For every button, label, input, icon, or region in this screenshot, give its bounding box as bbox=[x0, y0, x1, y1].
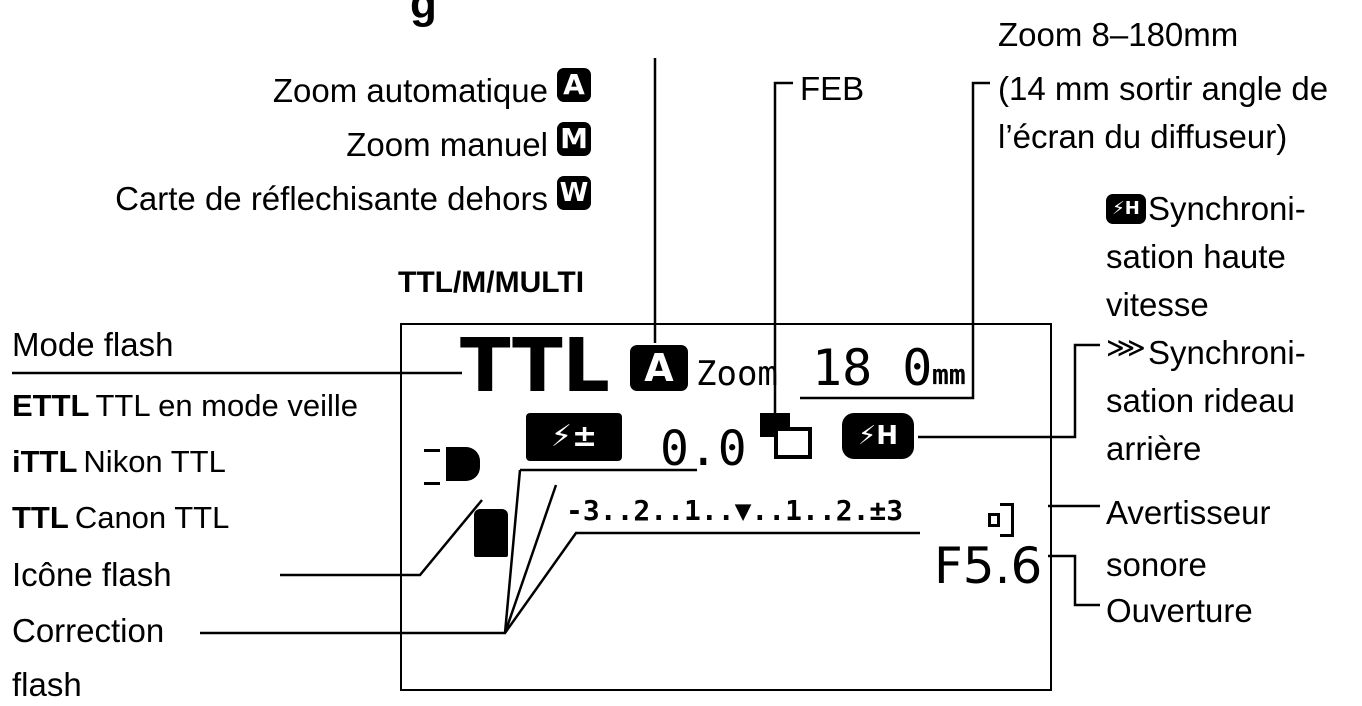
manual-zoom-icon: M bbox=[557, 122, 591, 156]
lcd-aperture: F5.6 bbox=[934, 537, 1043, 595]
label-aperture: Ouverture bbox=[1106, 592, 1253, 629]
flash-rays bbox=[424, 449, 440, 485]
label-ttl-m-multi: TTL/M/MULTI bbox=[398, 266, 585, 299]
mode-desc: TTL en mode veille bbox=[95, 388, 358, 423]
buzzer-horn bbox=[1000, 503, 1014, 537]
flash-head-icon bbox=[424, 443, 484, 487]
lcd-zoom-value: 18 0 bbox=[812, 339, 933, 397]
label-flash-icon: Icône flash bbox=[12, 556, 172, 593]
lcd-zoom-unit: mm bbox=[932, 358, 966, 391]
label-hss-2: sation haute bbox=[1106, 238, 1286, 275]
lcd-zoom-auto-icon: A bbox=[630, 345, 688, 391]
mode-desc: Nikon TTL bbox=[83, 444, 226, 479]
label-hss-1: Synchroni- bbox=[1148, 190, 1306, 227]
flash-comp-icon: ⚡± bbox=[526, 413, 622, 461]
label-mode-flash: Mode flash bbox=[12, 326, 174, 363]
mode-code: TTL bbox=[12, 500, 69, 535]
mode-code: ETTL bbox=[12, 388, 90, 423]
lcd-comp-value: 0.0 bbox=[660, 421, 747, 477]
label-feb: FEB bbox=[800, 70, 865, 107]
label-zoom-range-1: Zoom 8–180mm bbox=[998, 16, 1239, 53]
flash-body bbox=[446, 447, 480, 481]
label-buzzer-1: Avertisseur bbox=[1106, 494, 1271, 531]
buzzer-body bbox=[988, 513, 1000, 527]
lcd-comp-scale: -3..2..1..▼..1..2.±3 bbox=[566, 494, 904, 527]
label-correction-2: flash bbox=[12, 666, 82, 703]
hss-icon: ⚡H bbox=[1106, 194, 1146, 224]
label-zoom-range-3: l’écran du diffuseur) bbox=[998, 118, 1288, 155]
label-rear-3: arrière bbox=[1106, 430, 1202, 467]
mode-desc: Canon TTL bbox=[74, 500, 230, 535]
feb-box-front bbox=[774, 427, 812, 459]
label-zoom-manual: Zoom manuel bbox=[346, 126, 548, 163]
label-buzzer-2: sonore bbox=[1106, 546, 1207, 583]
lcd-zoom-word: Zoom bbox=[696, 354, 778, 394]
auto-zoom-icon: A bbox=[557, 68, 591, 102]
label-hss-3: vitesse bbox=[1106, 286, 1209, 323]
label-zoom-auto: Zoom automatique bbox=[272, 72, 548, 109]
bounce-card-icon: W bbox=[557, 176, 591, 210]
hand-icon bbox=[474, 509, 508, 557]
feb-icon bbox=[760, 413, 812, 459]
label-bounce-card: Carte de réflechisante dehors bbox=[115, 180, 548, 217]
rear-curtain-icon: ⋙ bbox=[1106, 332, 1146, 363]
lcd-display: TTL A Zoom 18 0 mm ⚡± 0.0 ⚡H -3..2..1..▼… bbox=[400, 323, 1052, 691]
lcd-hss-icon: ⚡H bbox=[842, 413, 914, 459]
label-correction-1: Correction bbox=[12, 612, 165, 649]
mode-code: iTTL bbox=[12, 444, 78, 479]
label-rear-2: sation rideau bbox=[1106, 382, 1295, 419]
title-fragment: g bbox=[410, 0, 437, 28]
label-zoom-range-2: (14 mm sortir angle de bbox=[998, 70, 1329, 107]
lcd-mode: TTL bbox=[460, 323, 610, 409]
buzzer-icon bbox=[988, 503, 1018, 537]
label-rear-1: Synchroni- bbox=[1148, 334, 1306, 371]
